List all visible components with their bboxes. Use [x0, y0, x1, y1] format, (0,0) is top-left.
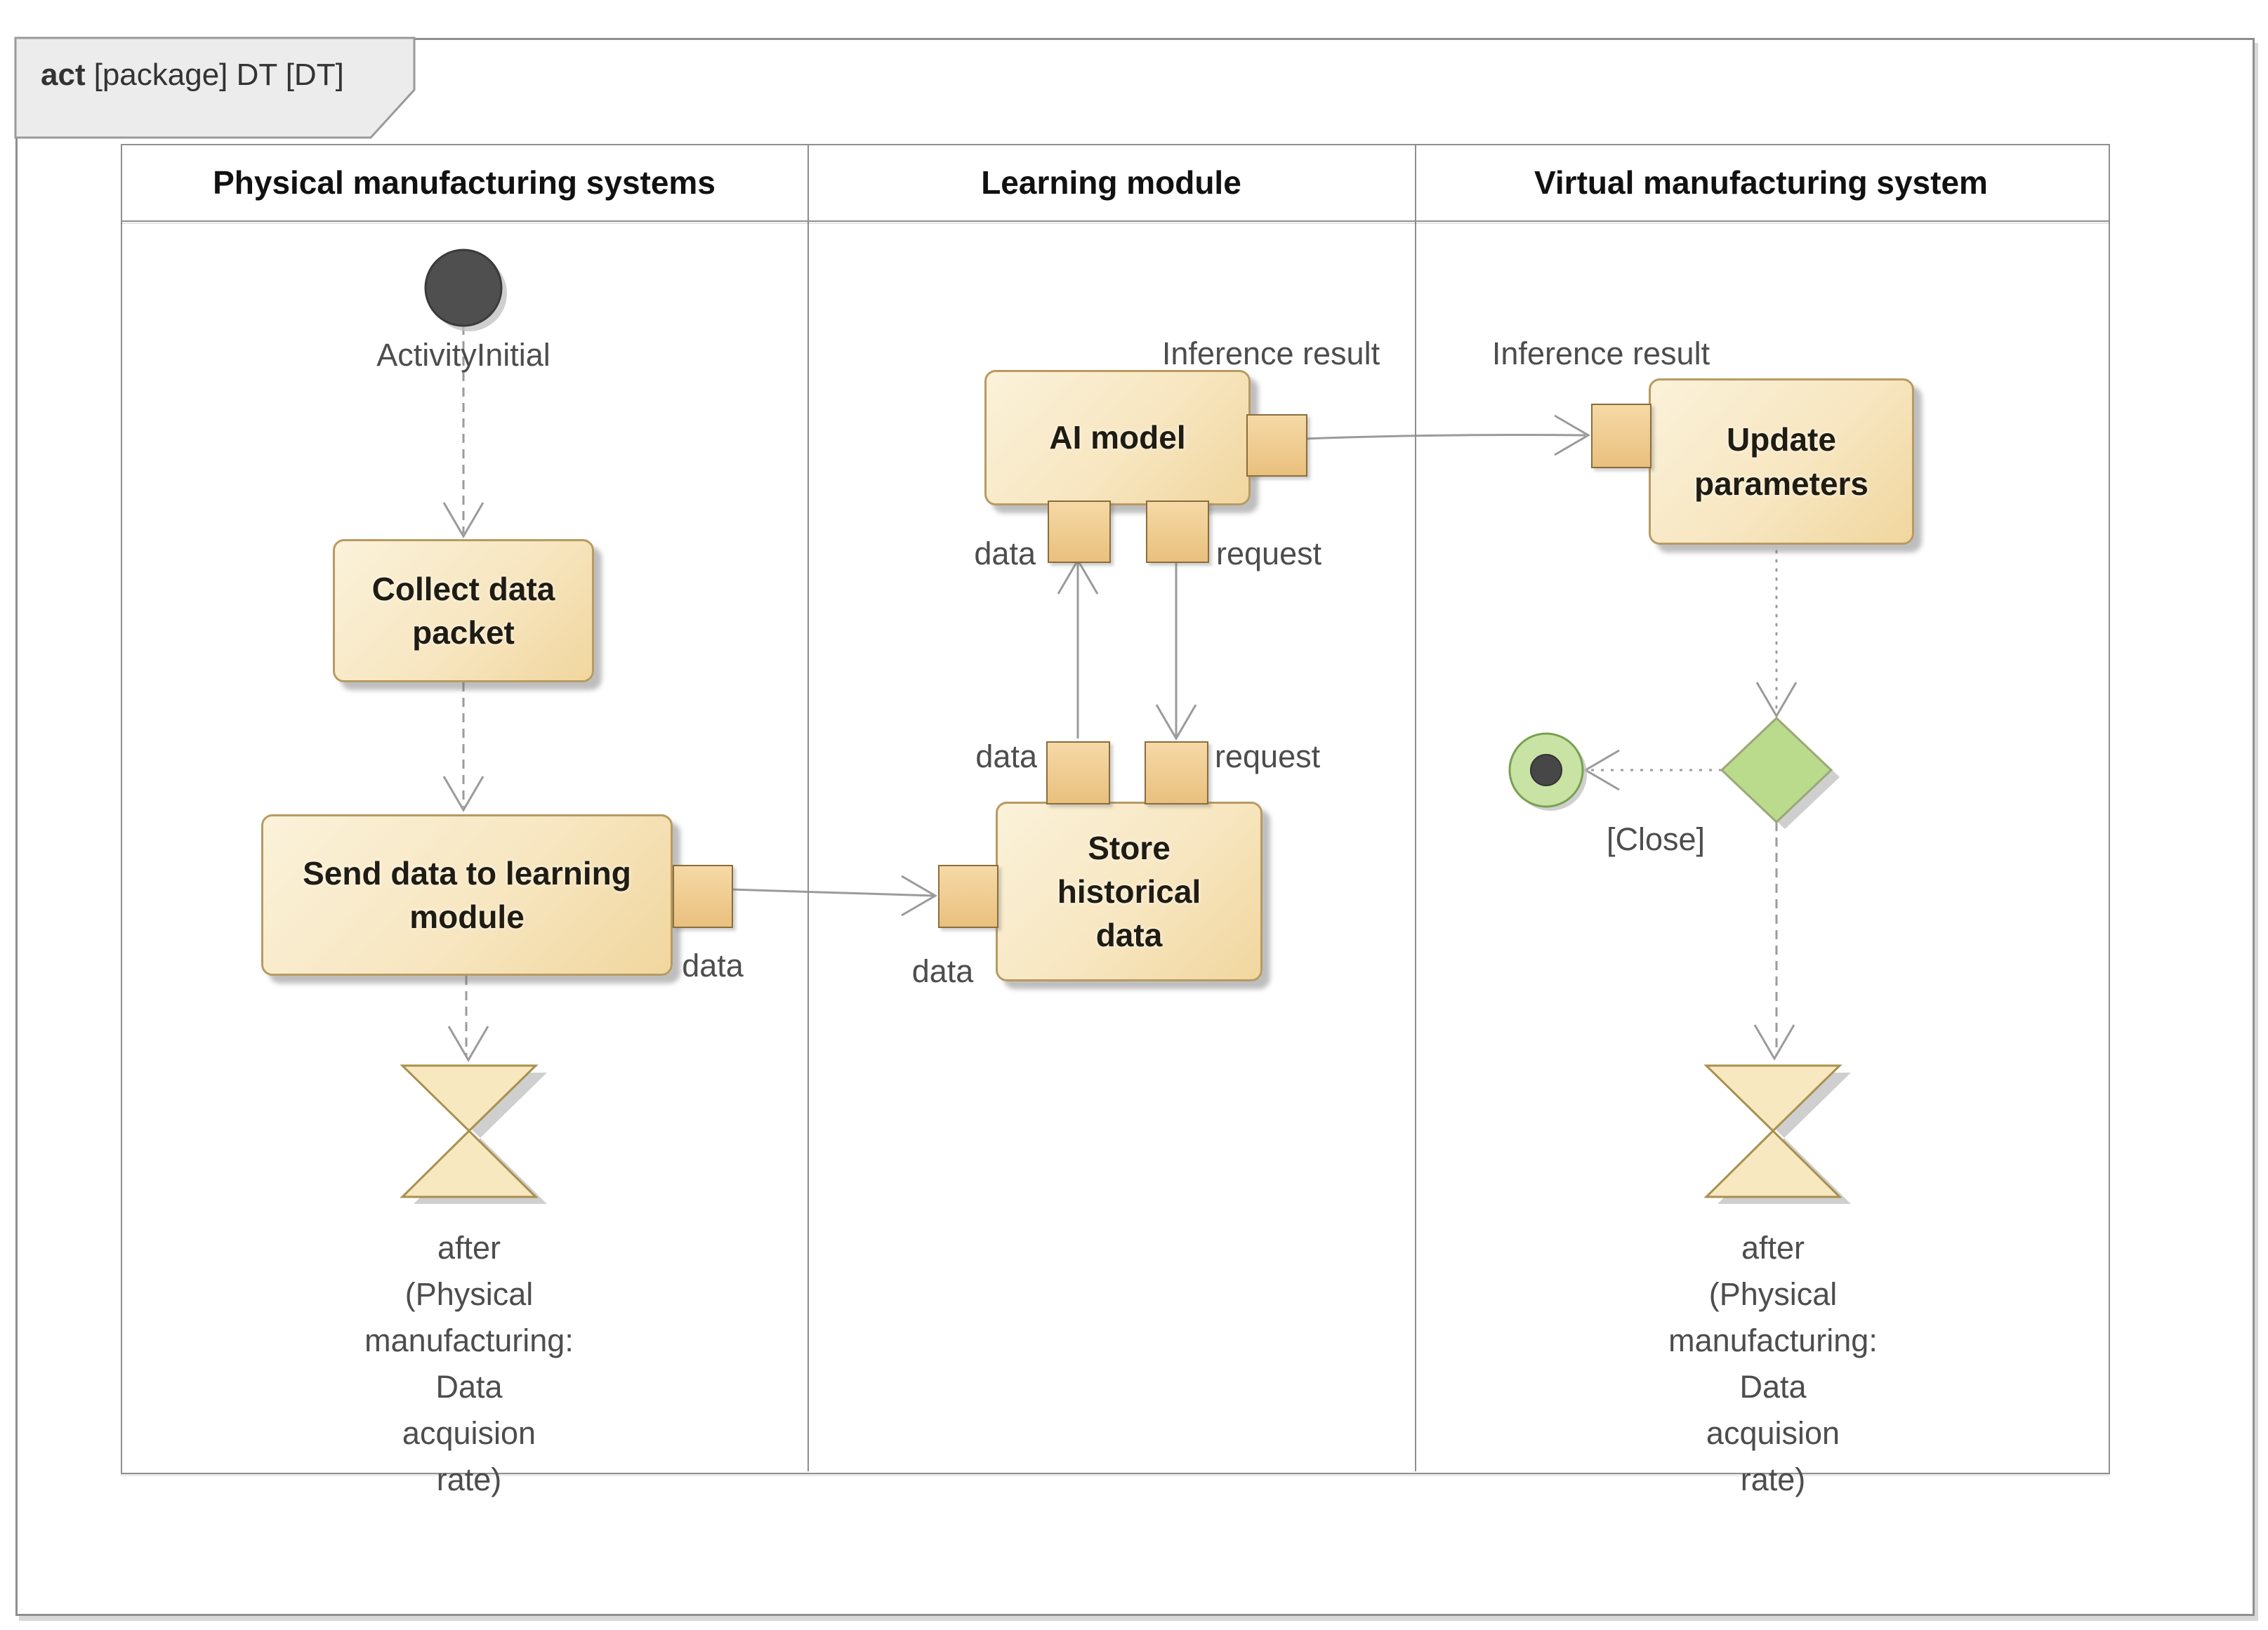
action-label: Collect data packet — [371, 570, 555, 651]
note-line: manufacturing: — [364, 1323, 574, 1358]
lane-divider-2 — [1415, 144, 1416, 1471]
note-line: rate) — [1740, 1462, 1806, 1497]
action-ai-model: AI model — [984, 370, 1251, 505]
label-close-guard: [Close] — [1606, 821, 1706, 857]
label-data-store-in: data — [911, 953, 974, 989]
update-input-pin — [1591, 404, 1651, 468]
action-collect-data-packet: Collect data packet — [333, 539, 594, 682]
arrowhead-into-timeevent-virtual — [1753, 1024, 1795, 1061]
timeevent-note-physical: after (Physical manufacturing: Data acqu… — [294, 1225, 645, 1503]
arrowhead-into-decision — [1755, 682, 1798, 718]
decision-node — [1720, 716, 1833, 824]
label-data-store-pin: data — [975, 738, 1037, 774]
note-line: acquision — [402, 1415, 536, 1451]
arrowhead-into-store-request-pin — [1155, 704, 1197, 741]
timeevent-physical-bottom — [400, 1129, 539, 1198]
store-input-pin-left — [938, 865, 998, 928]
label-data-send-pin: data — [682, 948, 744, 983]
arrowhead-into-store-left-pin — [901, 875, 937, 917]
timeevent-virtual-bottom — [1703, 1129, 1842, 1198]
note-line: after — [1741, 1230, 1805, 1266]
note-line: (Physical — [1708, 1276, 1838, 1312]
ai-input-pin-data — [1048, 501, 1111, 563]
action-label: AI model — [1049, 419, 1186, 456]
store-input-pin-request — [1145, 741, 1208, 804]
frame-tab-context: [package] DT [DT] — [93, 58, 344, 92]
flow-ai-to-update — [1304, 434, 1586, 440]
frame-tab-label: act[package] DT [DT] — [41, 58, 344, 93]
send-output-pin — [673, 865, 733, 928]
frame-tab-shape — [14, 37, 416, 139]
lane-divider-1 — [807, 144, 809, 1471]
initial-node-label: ActivityInitial — [376, 337, 550, 373]
final-node-dot — [1530, 754, 1562, 786]
frame-tab-keyword: act — [41, 58, 86, 92]
note-line: acquision — [1706, 1415, 1840, 1451]
label-request-store-pin: request — [1215, 738, 1321, 774]
lane-title-virtual: Virtual manufacturing system — [1534, 164, 1988, 201]
action-update-parameters: Update parameters — [1649, 378, 1914, 545]
arrowhead-into-send — [442, 776, 484, 812]
diagram-outer-border — [15, 38, 2255, 1616]
note-line: (Physical — [404, 1276, 534, 1312]
action-label: Send data to learning module — [303, 854, 631, 935]
note-line: rate) — [436, 1462, 502, 1497]
note-line: after — [437, 1230, 501, 1266]
note-line: Data — [435, 1369, 503, 1405]
timeevent-virtual-top — [1703, 1064, 1842, 1133]
note-line: manufacturing: — [1668, 1323, 1878, 1358]
lane-title-physical: Physical manufacturing systems — [213, 164, 716, 201]
arrowhead-into-update-pin — [1554, 414, 1590, 456]
initial-node — [424, 249, 503, 327]
action-send-data: Send data to learning module — [261, 814, 673, 976]
lane-header-underline — [121, 220, 2109, 222]
flow-send-to-store — [730, 888, 935, 897]
swimlane-frame — [121, 144, 2110, 1474]
timeevent-note-virtual: after (Physical manufacturing: Data acqu… — [1597, 1225, 1949, 1503]
arrowhead-into-collect — [442, 502, 484, 538]
label-inference-result-learning: Inference result — [1161, 336, 1380, 371]
arrowhead-into-timeevent-physical — [447, 1026, 489, 1062]
store-output-pin-data — [1046, 741, 1110, 804]
lane-title-learning: Learning module — [981, 164, 1241, 201]
note-line: Data — [1739, 1369, 1807, 1405]
action-label: Update parameters — [1694, 421, 1869, 502]
action-store-historical-data: Store historical data — [996, 802, 1262, 981]
label-inference-result-virtual: Inference result — [1491, 336, 1710, 371]
timeevent-physical-top — [400, 1064, 539, 1133]
ai-output-pin-request — [1146, 501, 1209, 563]
label-data-ai-pin: data — [974, 536, 1036, 571]
action-label: Store historical data — [1057, 829, 1201, 954]
ai-output-pin-inference — [1246, 414, 1307, 477]
label-request-ai-pin: request — [1216, 536, 1322, 571]
